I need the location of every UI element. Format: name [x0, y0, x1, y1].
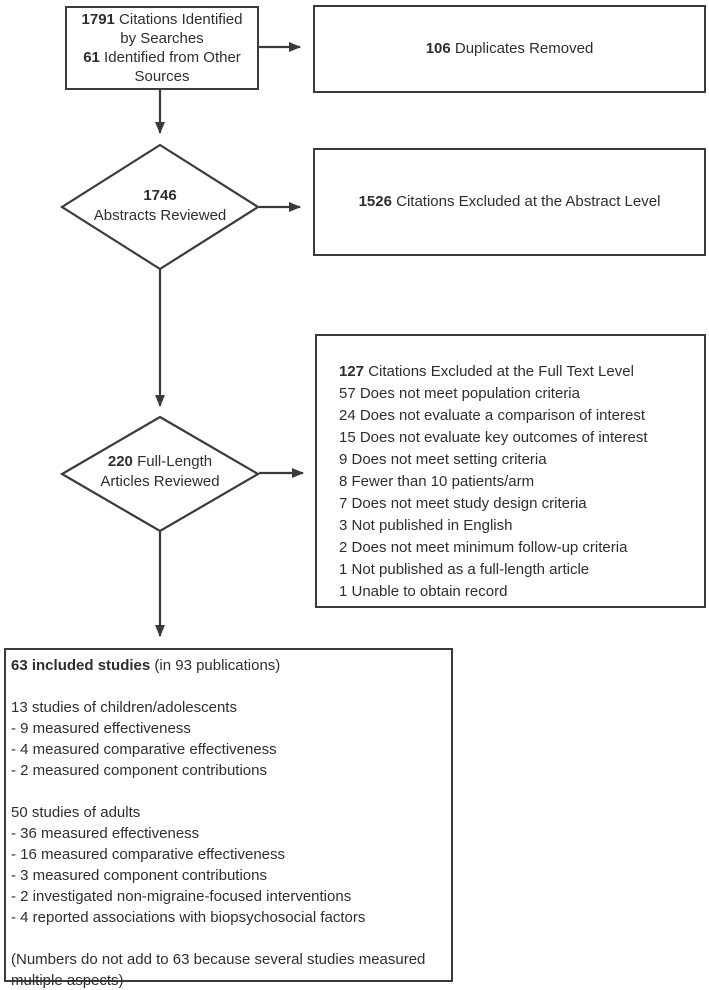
duplicates-removed-box: 106 Duplicates Removed [313, 5, 706, 93]
exclusion-reason-item: 24 Does not evaluate a comparison of int… [339, 407, 646, 424]
other-sources-count: 61 [83, 49, 100, 66]
duplicates-removed-line: 106 Duplicates Removed [425, 40, 594, 57]
children-study-item: - 2 measured component contributions [11, 762, 267, 779]
citations-identified-line1: 1791 Citations Identified by Searches [81, 11, 243, 47]
included-studies-header: 63 included studies (in 93 publications) [11, 657, 281, 674]
children-studies-title: 13 studies of children/adolescents [11, 699, 237, 716]
exclusion-reason-item: 15 Does not evaluate key outcomes of int… [339, 429, 648, 446]
citations-identified-count: 1791 [81, 11, 115, 28]
fulltext-excluded-count: 127 [339, 363, 365, 380]
exclusion-reason-item: 7 Does not meet study design criteria [339, 495, 587, 512]
included-studies-count: 63 included studies [11, 657, 151, 674]
articles-label-line2: Articles Reviewed [100, 473, 220, 490]
included-studies-note: (Numbers do not add to 63 because severa… [11, 951, 426, 989]
adult-studies-title: 50 studies of adults [11, 804, 141, 821]
adult-study-item: - 2 investigated non-migraine-focused in… [11, 888, 352, 905]
citations-identified-box: 1791 Citations Identified by Searches 61… [65, 6, 259, 90]
spacer [11, 676, 445, 697]
exclusion-reason-item: 57 Does not meet population criteria [339, 385, 580, 402]
abstract-excluded-line: 1526 Citations Excluded at the Abstract … [358, 193, 661, 210]
adult-studies-list: - 36 measured effectiveness - 16 measured… [11, 823, 445, 928]
exclusion-reason-item: 1 Unable to obtain record [339, 583, 508, 600]
children-studies-list: - 9 measured effectiveness - 4 measured c… [11, 718, 445, 781]
exclusion-reason-item: 2 Does not meet minimum follow-up criter… [339, 539, 628, 556]
adult-study-item: - 4 reported associations with biopsycho… [11, 909, 366, 926]
articles-label-line1: 220 Full-Length [107, 453, 213, 470]
duplicates-count: 106 [425, 40, 451, 57]
children-study-item: - 9 measured effectiveness [11, 720, 191, 737]
exclusion-reason-item: 3 Not published in English [339, 517, 513, 534]
included-studies-box: 63 included studies (in 93 publications)… [4, 648, 453, 989]
articles-reviewed-label: 220 Full-Length Articles Reviewed [62, 452, 258, 492]
abstract-excluded-count: 1526 [358, 193, 392, 210]
spacer [11, 781, 445, 802]
adult-study-item: - 3 measured component contributions [11, 867, 267, 884]
abstracts-label-text: Abstracts Reviewed [93, 207, 227, 224]
adult-study-item: - 16 measured comparative effectiveness [11, 846, 286, 863]
children-study-item: - 4 measured comparative effectiveness [11, 741, 277, 758]
adult-study-item: - 36 measured effectiveness [11, 825, 200, 842]
abstracts-count: 1746 [143, 187, 177, 204]
fulltext-exclusion-reasons-list: 57 Does not meet population criteria 24 D… [339, 383, 696, 603]
abstracts-reviewed-label: 1746 Abstracts Reviewed [62, 186, 258, 226]
spacer [11, 928, 445, 949]
fulltext-excluded-box: 127 Citations Excluded at the Full Text … [315, 334, 706, 608]
exclusion-reason-item: 1 Not published as a full-length article [339, 561, 590, 578]
exclusion-reason-item: 9 Does not meet setting criteria [339, 451, 547, 468]
abstract-excluded-box: 1526 Citations Excluded at the Abstract … [313, 148, 706, 256]
citations-identified-line2: 61 Identified from Other Sources [83, 49, 241, 85]
fulltext-excluded-header: 127 Citations Excluded at the Full Text … [339, 363, 634, 380]
articles-count: 220 [107, 453, 133, 470]
exclusion-reason-item: 8 Fewer than 10 patients/arm [339, 473, 535, 490]
